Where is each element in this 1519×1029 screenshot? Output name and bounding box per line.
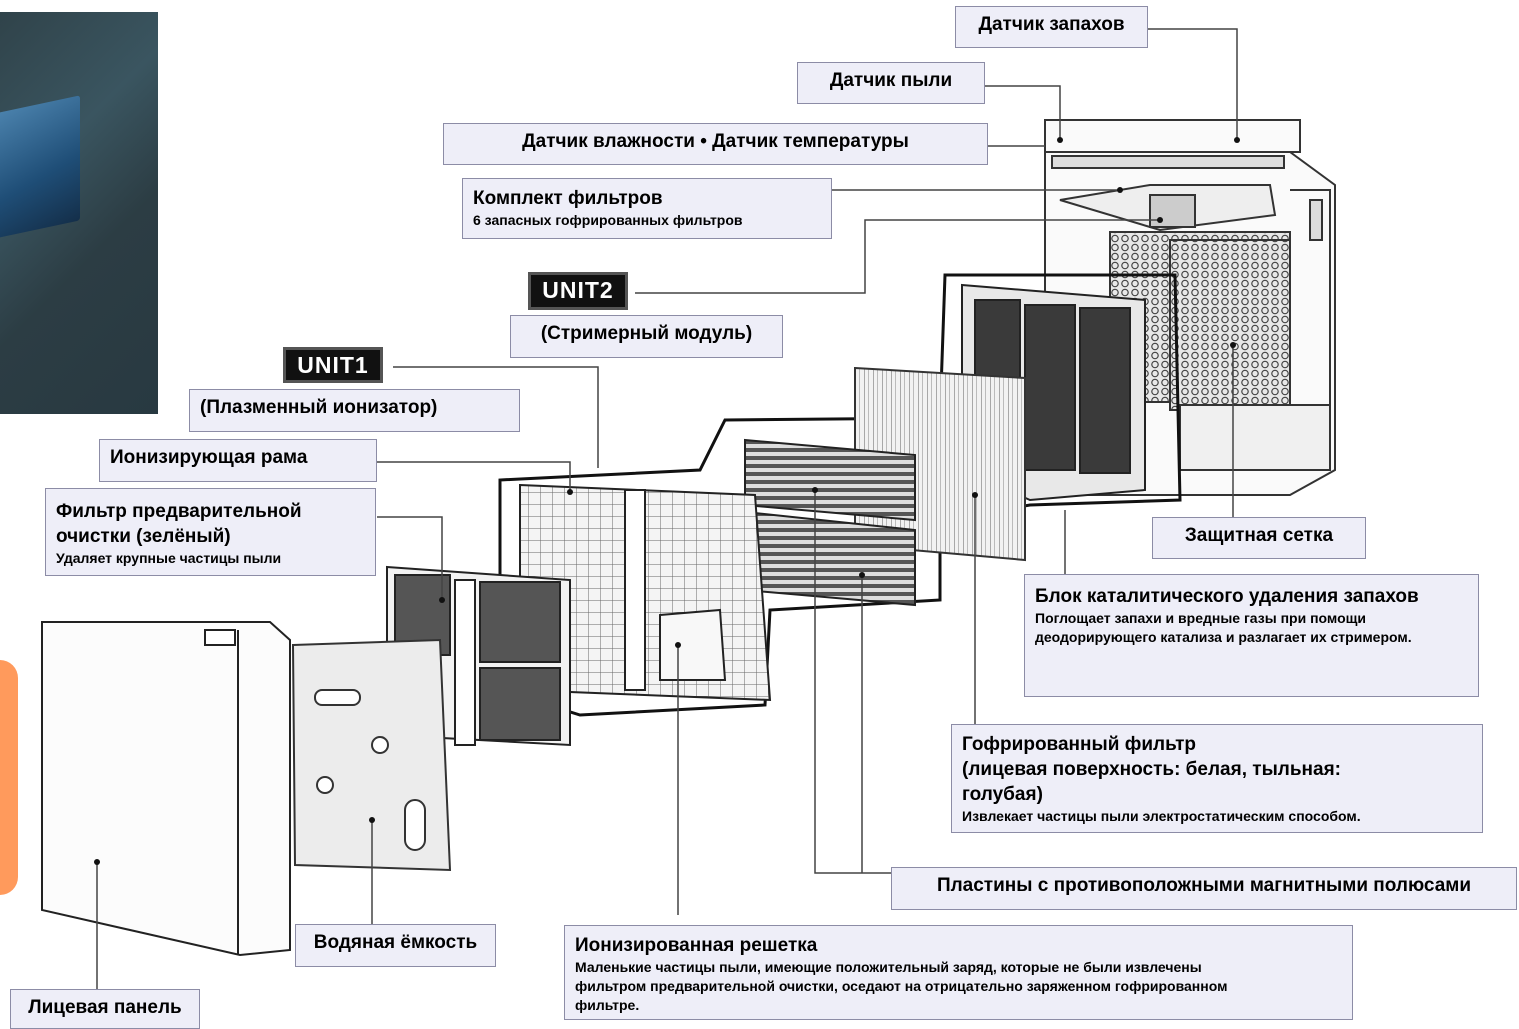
label-catalytic-block: Блок каталитического удаления запахов По… (1024, 574, 1479, 697)
ionized-grid-description: Маленькие частицы пыли, имеющие положите… (575, 959, 1228, 1013)
unit-outline (498, 273, 1182, 717)
catalytic-block-title: Блок каталитического удаления запахов (1035, 586, 1419, 607)
prefilter-description: Удаляет крупные частицы пыли (56, 550, 282, 566)
leader-lines (96, 28, 1238, 992)
label-filter-kit: Комплект фильтров 6 запасных гофрированн… (462, 178, 832, 239)
leader-dots (94, 137, 1240, 865)
label-streamer-module: (Стримерный модуль) (510, 315, 783, 358)
pleated-filter-title: Гофрированный фильтр (лицевая поверхност… (962, 734, 1341, 805)
catalytic-block-description: Поглощает запахи и вредные газы при помо… (1035, 610, 1412, 645)
pleated-filter-description: Извлекает частицы пыли электростатически… (962, 808, 1361, 824)
label-dust-sensor: Датчик пыли (797, 62, 985, 104)
label-magnetic-plates: Пластины с противоположными магнитными п… (891, 867, 1517, 910)
unit1-badge: UNIT1 (283, 347, 383, 383)
orange-side-tab (0, 660, 18, 895)
prefilter-title: Фильтр предварительной очистки (зелёный) (56, 501, 302, 547)
label-prefilter: Фильтр предварительной очистки (зелёный)… (45, 488, 376, 576)
label-humidity-temperature-sensor: Датчик влажности • Датчик температуры (443, 123, 988, 165)
unit2-badge: UNIT2 (528, 272, 628, 310)
label-front-panel: Лицевая панель (10, 989, 200, 1029)
filter-kit-title: Комплект фильтров (473, 188, 663, 209)
product-photo-fragment (0, 12, 158, 414)
prefilter-drawing (386, 565, 571, 747)
label-ionized-grid: Ионизированная решетка Маленькие частицы… (564, 925, 1353, 1020)
label-plasma-ionizer: (Плазменный ионизатор) (189, 389, 520, 432)
label-ionizing-frame: Ионизирующая рама (99, 439, 377, 482)
label-pleated-filter: Гофрированный фильтр (лицевая поверхност… (951, 724, 1483, 833)
ionizing-frame-drawing (519, 483, 772, 702)
label-protective-mesh: Защитная сетка (1152, 517, 1366, 559)
label-odor-sensor: Датчик запахов (955, 6, 1148, 48)
label-water-tank: Водяная ёмкость (295, 924, 496, 967)
filter-kit-description: 6 запасных гофрированных фильтров (473, 212, 743, 228)
magnetic-plates-drawing (744, 438, 916, 607)
front-panel-drawing (41, 621, 291, 957)
ionized-grid-title: Ионизированная решетка (575, 935, 818, 956)
water-tank-drawing (291, 638, 452, 872)
